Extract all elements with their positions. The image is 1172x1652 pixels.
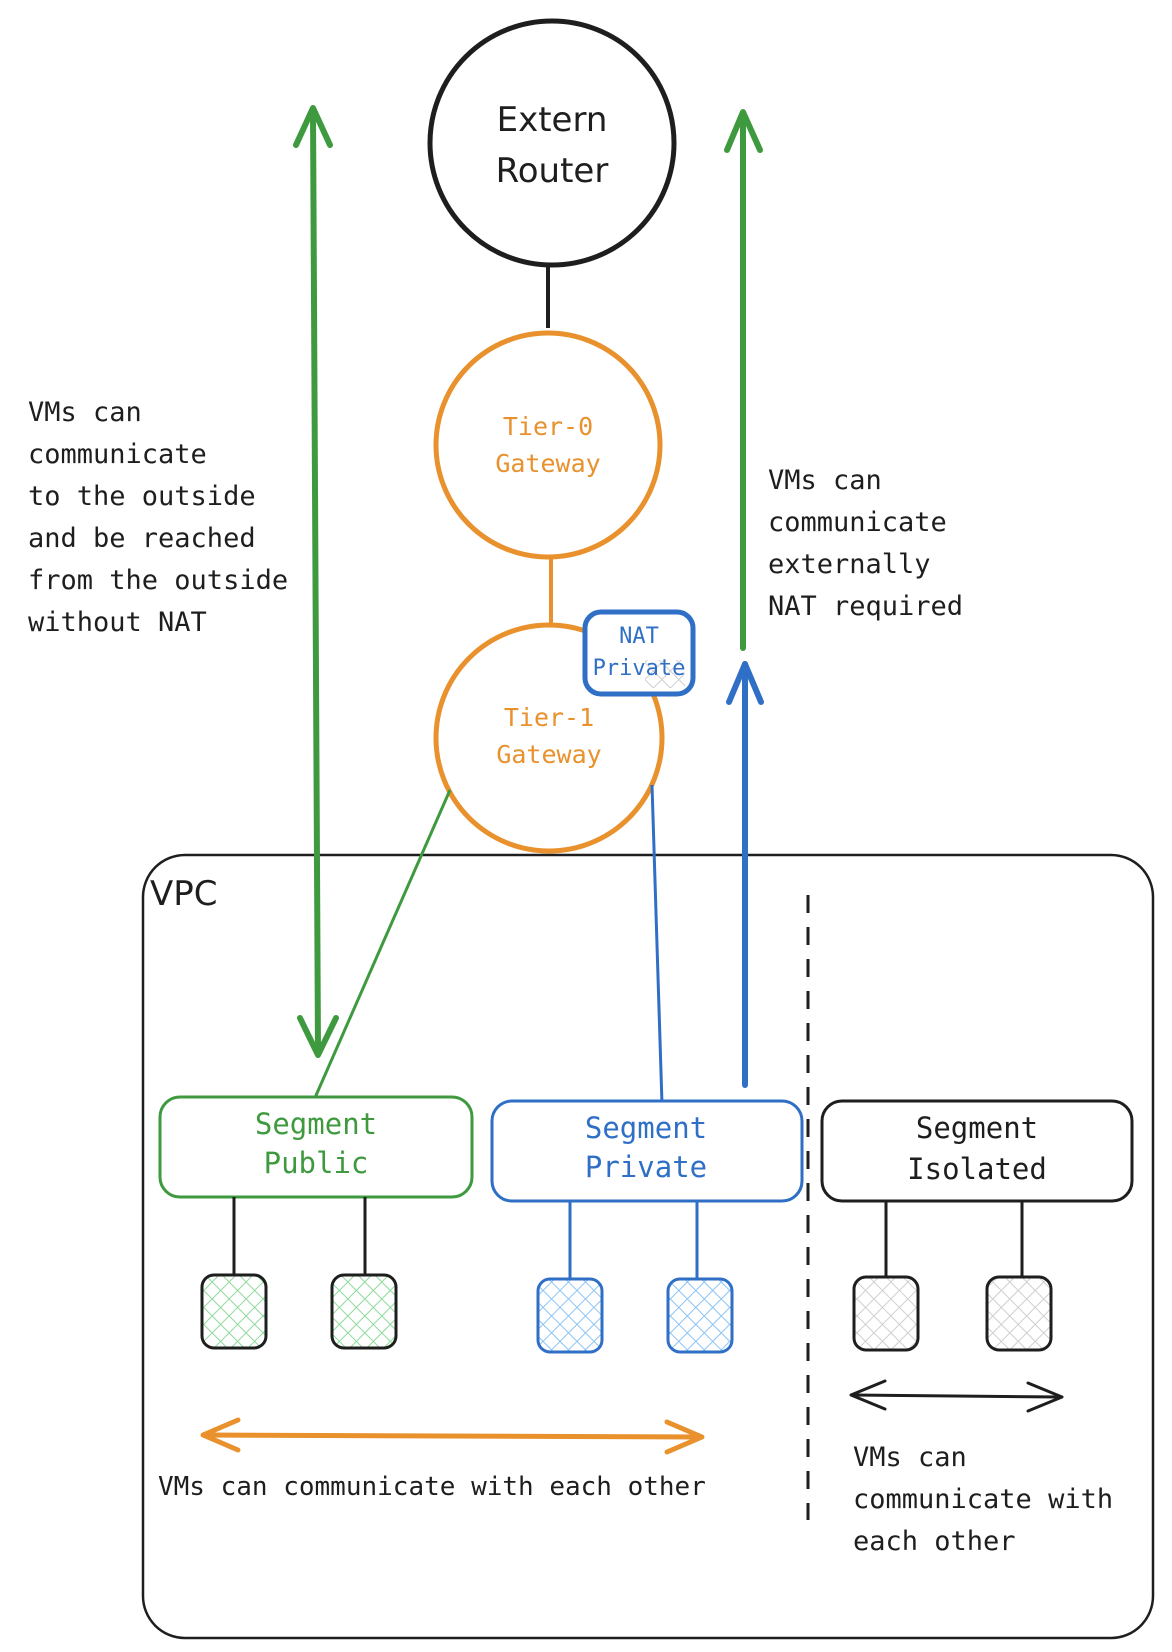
vm-isolated-1: [852, 1275, 920, 1352]
vm-connectors: [232, 1197, 1024, 1280]
svg-text:without NAT: without NAT: [28, 607, 207, 638]
svg-text:VMs can: VMs can: [853, 1442, 967, 1473]
nat-label-line2: Private: [593, 656, 686, 681]
tier1-private-link: [650, 784, 664, 1105]
nat-private-hatch: [645, 660, 685, 688]
segment-isolated-label-line2: Isolated: [907, 1152, 1047, 1186]
svg-text:each other: each other: [853, 1526, 1016, 1557]
vm-public-2: [330, 1273, 398, 1350]
segment-isolated-label-line1: Segment: [916, 1111, 1038, 1145]
vm-isolated-2: [985, 1275, 1053, 1352]
extern-router-node: [427, 18, 677, 268]
nat-external-note: VMs can communicate externally NAT requi…: [768, 465, 963, 622]
nat-external-arrow-upper: [724, 109, 763, 651]
tier0-gateway-node: [433, 330, 663, 560]
segment-private-label-line1: Segment: [585, 1111, 707, 1145]
vms-communicate-arrow: [200, 1417, 705, 1455]
svg-text:communicate: communicate: [28, 439, 207, 470]
segment-isolated-box: [820, 1099, 1134, 1203]
svg-text:VMs can: VMs can: [768, 465, 882, 496]
segment-private-box: [490, 1099, 804, 1203]
vpc-label: VPC: [150, 874, 218, 914]
svg-text:to the outside: to the outside: [28, 481, 256, 512]
vm-private-1: [536, 1277, 604, 1354]
vm-public-1: [200, 1273, 268, 1350]
vms-each-other-note: VMs can communicate with each other: [158, 1472, 706, 1502]
public-reach-note: VMs can communicate to the outside and b…: [28, 397, 288, 638]
segment-public-box: [158, 1095, 474, 1199]
nat-external-arrow-lower: [726, 661, 764, 1088]
extern-router-label-line1: Extern: [497, 100, 608, 140]
svg-text:communicate: communicate: [768, 507, 947, 538]
tier0-label-line1: Tier-0: [503, 412, 593, 441]
public-reach-arrow: [293, 105, 339, 1058]
isolated-communicate-arrow: [849, 1379, 1064, 1413]
tier0-label-line2: Gateway: [495, 449, 600, 478]
svg-text:from the outside: from the outside: [28, 565, 288, 596]
tier1-label-line1: Tier-1: [504, 703, 594, 732]
svg-text:and be reached: and be reached: [28, 523, 256, 554]
svg-text:NAT required: NAT required: [768, 591, 963, 622]
vpc-container: [141, 853, 1155, 1640]
svg-text:VMs can: VMs can: [28, 397, 142, 428]
vm-private-2: [666, 1277, 734, 1354]
svg-text:externally: externally: [768, 549, 931, 580]
extern-router-label-line2: Router: [496, 151, 609, 191]
svg-text:communicate with: communicate with: [853, 1484, 1113, 1515]
tier1-label-line2: Gateway: [496, 740, 601, 769]
segment-public-label-line1: Segment: [255, 1107, 377, 1141]
segment-private-label-line2: Private: [585, 1150, 707, 1184]
tier1-public-link: [312, 789, 452, 1101]
isolated-each-other-note: VMs can communicate with each other: [853, 1442, 1113, 1557]
segment-public-label-line2: Public: [264, 1146, 369, 1180]
nat-label-line1: NAT: [619, 624, 659, 649]
